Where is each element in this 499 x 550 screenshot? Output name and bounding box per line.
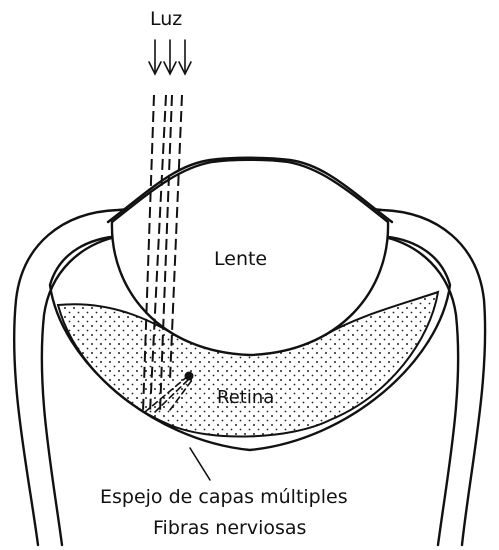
mirror-pointer xyxy=(189,447,211,481)
mirror-label: Espejo de capas múltiples xyxy=(100,486,348,508)
retina-label: Retina xyxy=(217,387,274,408)
light-rays xyxy=(142,94,183,413)
focus-point xyxy=(184,371,194,381)
nerve-fibers-label: Fibras nerviosas xyxy=(153,517,306,539)
lens-label: Lente xyxy=(214,248,267,270)
inner-wall xyxy=(40,234,460,547)
light-arrows xyxy=(148,39,192,76)
lens xyxy=(110,158,390,357)
light-label: Luz xyxy=(150,8,182,30)
cornea xyxy=(106,156,394,224)
reflected-rays xyxy=(144,371,194,413)
